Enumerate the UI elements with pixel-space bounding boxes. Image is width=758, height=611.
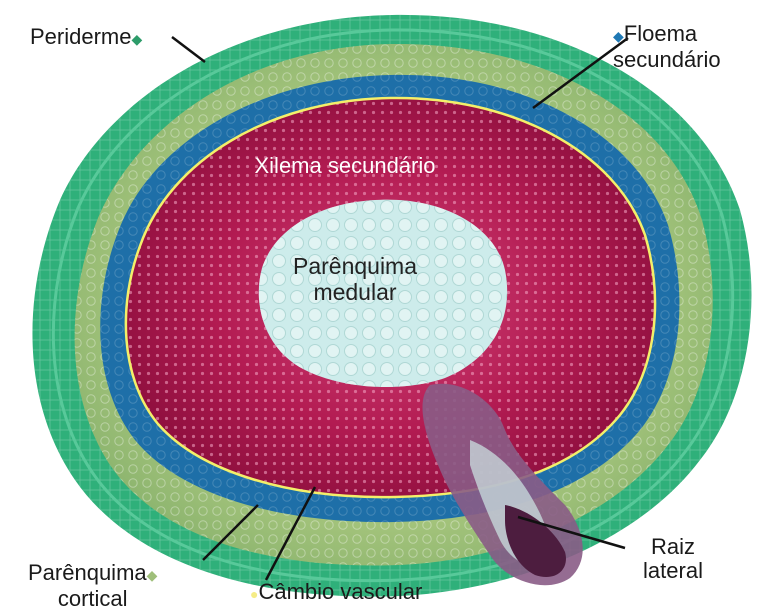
parenquima-cortical-line2: cortical — [28, 587, 157, 611]
parenquima-cortical-marker-icon: ◆ — [147, 567, 158, 583]
periderme-text: Periderme — [30, 24, 131, 49]
cambio-text: Câmbio vascular — [258, 579, 422, 604]
label-cambio-vascular: ●Câmbio vascular — [250, 580, 422, 606]
floema-text-line2: secundário — [613, 48, 721, 72]
leader-periderme — [172, 37, 205, 62]
parenquima-medular-line2: medular — [280, 279, 430, 305]
label-parenquima-medular: Parênquima medular — [280, 253, 430, 305]
label-periderme: Periderme◆ — [30, 25, 142, 51]
label-floema-secundario: ◆Floema secundário — [613, 22, 721, 72]
periderme-marker-icon: ◆ — [131, 31, 142, 47]
parenquima-medular-line1: Parênquima — [280, 253, 430, 279]
label-raiz-lateral: Raiz lateral — [628, 535, 718, 583]
label-xilema-secundario: Xilema secundário — [210, 153, 480, 178]
parenquima-cortical-line1: Parênquima — [28, 560, 147, 585]
label-parenquima-cortical: Parênquima◆ cortical — [28, 561, 157, 611]
floema-marker-icon: ◆ — [613, 28, 624, 44]
xilema-text: Xilema secundário — [255, 153, 436, 178]
raiz-text-line2: lateral — [628, 559, 718, 583]
raiz-text-line1: Raiz — [628, 535, 718, 559]
floema-text-line1: Floema — [624, 21, 697, 46]
